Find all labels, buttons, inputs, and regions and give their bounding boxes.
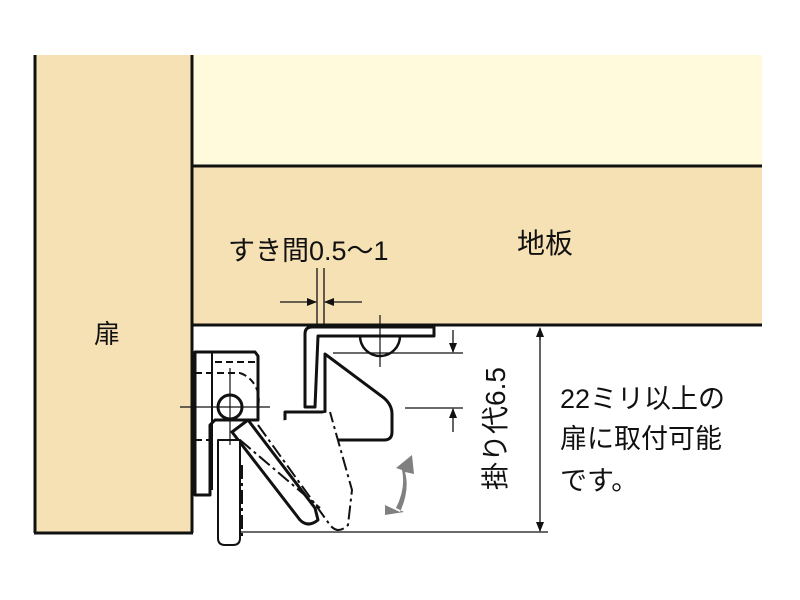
gap-dimension — [280, 268, 362, 330]
note-line-2: 扉に取付可能 — [560, 424, 722, 454]
latch-mechanism — [180, 315, 436, 546]
note-line-3: です。 — [560, 466, 638, 496]
thickness-dimension — [240, 327, 548, 533]
floor-board — [193, 166, 762, 325]
engagement-dimension — [333, 330, 463, 432]
door-label: 扉 — [94, 319, 120, 349]
upper-panel — [193, 55, 762, 166]
rotation-arrow-icon — [385, 455, 414, 515]
gap-label: すき間0.5～1 — [228, 236, 389, 266]
engagement-label: 掛り代6.5 — [480, 367, 511, 490]
floor-label: 地板 — [517, 228, 573, 259]
door-panel — [34, 55, 193, 533]
note-line-1: 22ミリ以上の — [560, 384, 725, 414]
